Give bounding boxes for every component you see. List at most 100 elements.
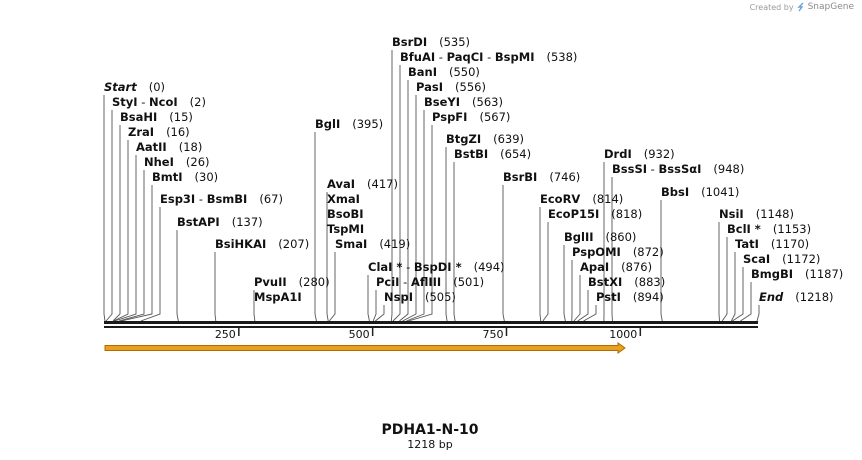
site-connector-line <box>445 147 448 322</box>
enzyme-name: NsiI <box>719 207 744 221</box>
site-position: (16) <box>166 125 190 139</box>
site-label: BstBI(654) <box>454 147 531 161</box>
site-label: BstAPI (137) <box>177 215 263 229</box>
site-position: (872) <box>633 245 664 259</box>
site-label: EcoRV(814) <box>540 192 623 206</box>
site-connector-line <box>740 282 752 322</box>
site-position: (948) <box>713 162 744 176</box>
site-position: (639) <box>493 132 524 146</box>
enzyme-name: End <box>759 290 784 304</box>
site-label: AvaI(417) <box>327 177 398 191</box>
site-label: End(1218) <box>759 290 834 304</box>
orf-feature-arrow <box>104 342 626 354</box>
site-name-separator: - <box>483 50 494 64</box>
site-connector-line <box>732 267 744 322</box>
site-position: (860) <box>606 230 637 244</box>
site-position: (1148) <box>756 207 794 221</box>
enzyme-name: Esp3I <box>160 192 195 206</box>
enzyme-name: BsrBI <box>503 170 537 184</box>
site-position: (818) <box>611 207 642 221</box>
site-label: NheI(26) <box>144 155 210 169</box>
enzyme-name: PciI <box>376 275 399 289</box>
enzyme-name: PspFI <box>432 110 467 124</box>
site-connector-line <box>328 252 336 322</box>
site-connector-line <box>721 237 728 322</box>
enzyme-name: NspI <box>384 290 413 304</box>
enzyme-name: ClaI * <box>368 260 402 274</box>
map-length: 1218 bp <box>407 438 452 451</box>
site-position: (0) <box>149 80 165 94</box>
site-label: BseYI(563) <box>424 95 503 109</box>
enzyme-name: BmtI <box>152 170 183 184</box>
site-label: BstXI(883) <box>588 275 665 289</box>
site-label: PspOMI(872) <box>572 245 664 259</box>
enzyme-name: BanI <box>408 65 437 79</box>
enzyme-name: PvuII <box>254 275 287 289</box>
site-position: (550) <box>449 65 480 79</box>
enzyme-name: ApaI <box>580 260 609 274</box>
site-label: NspI (505) <box>384 290 456 304</box>
site-connector-line <box>756 305 760 322</box>
site-connector-line <box>406 110 425 322</box>
enzyme-name: AatII <box>136 140 167 154</box>
site-position: (1172) <box>782 252 820 266</box>
site-position: (67) <box>259 192 283 206</box>
credit-prefix: Created by <box>749 2 794 12</box>
site-position: (419) <box>379 237 410 251</box>
backbone-bottom-strand <box>104 326 758 328</box>
site-label: BtgZI(639) <box>446 132 524 146</box>
enzyme-name: BglII <box>564 230 594 244</box>
site-name-separator: - <box>402 260 413 274</box>
site-connector-line <box>542 222 549 322</box>
enzyme-name: NcoI <box>149 95 178 109</box>
enzyme-name: ScaI <box>743 252 770 266</box>
site-label: Esp3I - BsmBI(67) <box>160 192 283 206</box>
site-position: (15) <box>169 110 193 124</box>
site-label: BsoBI <box>327 207 364 221</box>
site-position: (18) <box>179 140 203 154</box>
site-position: (654) <box>500 147 531 161</box>
site-label: StyI - NcoI(2) <box>112 95 206 109</box>
site-connector-line <box>408 125 433 322</box>
site-label: PasI(556) <box>416 80 486 94</box>
enzyme-name: AflIII <box>411 275 441 289</box>
site-position: (395) <box>352 117 383 131</box>
enzyme-name: EcoP15I <box>548 207 599 221</box>
site-name-separator: - <box>647 162 658 176</box>
site-label: Start(0) <box>104 80 165 94</box>
site-label: PvuII (280) <box>254 275 330 289</box>
site-position: (1153) <box>773 222 811 236</box>
site-label: PstI(894) <box>596 290 664 304</box>
site-connector-line <box>390 50 393 322</box>
site-label: XmaI <box>327 192 360 206</box>
site-label: BsrDI(535) <box>392 35 470 49</box>
site-connector-line <box>577 290 589 322</box>
site-label: EcoP15I (818) <box>548 207 642 221</box>
site-label: BclI * (1153) <box>727 222 811 236</box>
site-connector-line <box>573 275 581 322</box>
enzyme-name: AvaI <box>327 177 355 191</box>
site-position: (137) <box>232 215 263 229</box>
site-position: (26) <box>186 155 210 169</box>
enzyme-name: BspMI <box>495 50 535 64</box>
backbone-top-strand <box>104 321 758 324</box>
enzyme-name: PaqCI <box>447 50 484 64</box>
enzyme-name: TspMI <box>327 222 364 236</box>
enzyme-name: BstAPI <box>177 215 220 229</box>
enzyme-name: SmaI <box>335 237 367 251</box>
enzyme-name: PstI <box>596 290 621 304</box>
site-position: (505) <box>425 290 456 304</box>
enzyme-name: DrdI <box>604 147 632 161</box>
enzyme-name: ZraI <box>128 125 154 139</box>
site-label: ZraI (16) <box>128 125 190 139</box>
enzyme-name: BssSαI <box>659 162 702 176</box>
site-connector-line <box>660 200 663 322</box>
site-label: MspA1I <box>254 290 302 304</box>
site-label: BsaHI(15) <box>120 110 193 124</box>
site-connector-line <box>718 222 720 322</box>
site-label: TatI(1170) <box>735 237 809 251</box>
enzyme-name: BclI * <box>727 222 761 236</box>
enzyme-name: BsiHKAI <box>215 237 266 251</box>
site-position: (280) <box>299 275 330 289</box>
